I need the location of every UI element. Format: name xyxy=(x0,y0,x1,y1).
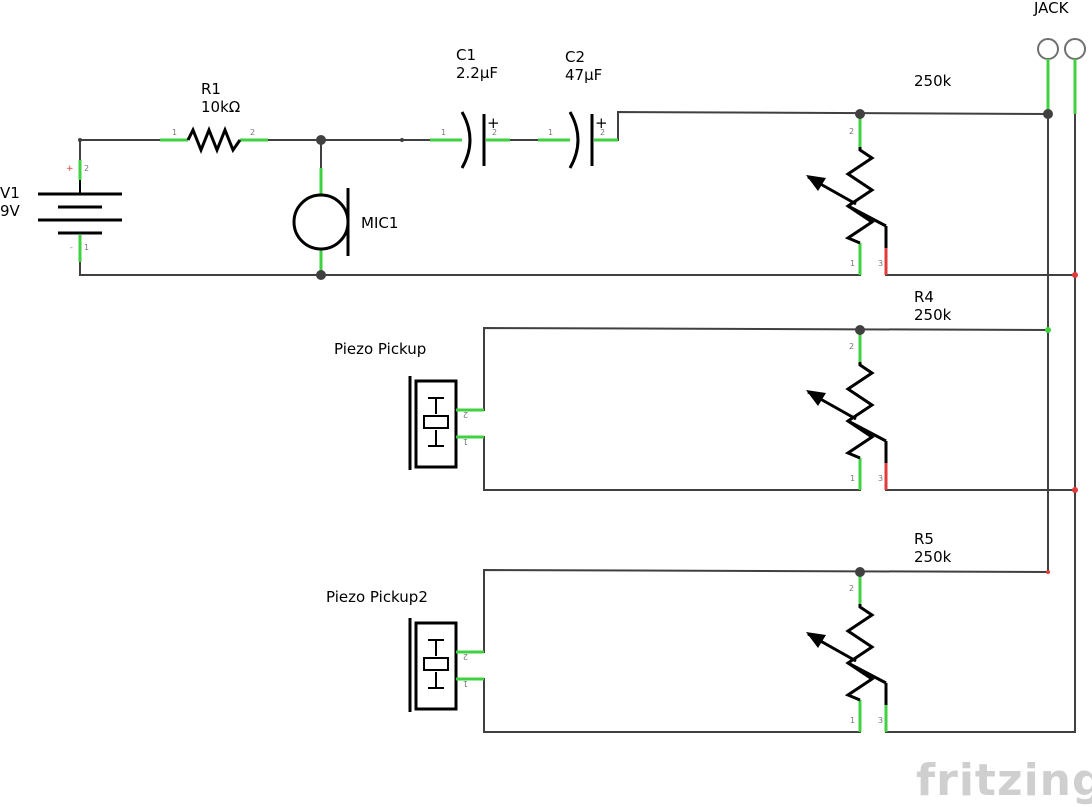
wire-c2-jack[interactable] xyxy=(617,110,1050,141)
junction-jack xyxy=(1043,109,1053,119)
jack-name: JACK xyxy=(1033,0,1070,17)
capacitor-c2[interactable]: + 1 2 C2 47µF xyxy=(538,48,618,169)
r4-pin-bottom-left: 1 xyxy=(850,474,855,483)
microphone-mic1[interactable]: MIC1 xyxy=(292,168,398,272)
junction-pot1-top xyxy=(855,109,865,119)
c2-polarity: + xyxy=(595,114,608,132)
r1-value: 10kΩ xyxy=(201,98,240,116)
piezo1-name: Piezo Pickup xyxy=(334,340,426,358)
battery-name: V1 xyxy=(0,184,20,202)
c1-name: C1 xyxy=(456,46,476,64)
pot1-pin-top: 2 xyxy=(849,127,854,136)
c1-pin-right: 2 xyxy=(492,128,497,137)
c1-polarity: + xyxy=(487,114,500,132)
piezo1-pin-top: 2 xyxy=(463,410,468,419)
pot1-pin-bottom-right: 3 xyxy=(878,259,883,268)
battery-pin-bottom: 1 xyxy=(84,243,89,252)
pot1-value: 250k xyxy=(914,72,952,90)
r1-pin-left: 1 xyxy=(172,128,177,137)
c2-name: C2 xyxy=(565,48,585,66)
r4-name: R4 xyxy=(914,288,934,306)
c1-value: 2.2µF xyxy=(456,64,498,82)
junction-pot3-top xyxy=(855,567,865,577)
battery-v1[interactable]: + 2 - 1 V1 9V xyxy=(0,160,122,262)
r4-pin-top: 2 xyxy=(849,342,854,351)
fritzing-watermark: fritzing xyxy=(916,755,1092,806)
piezo2-pin-bottom: 1 xyxy=(463,679,468,688)
junctions xyxy=(78,109,1078,577)
wire-battery-r1[interactable] xyxy=(79,139,161,167)
wires xyxy=(79,110,1076,733)
potentiometer-1[interactable]: 2 1 3 250k xyxy=(806,72,952,275)
piezo-pickup-1[interactable]: 2 1 Piezo Pickup xyxy=(334,340,484,470)
potentiometer-r4[interactable]: 2 1 3 R4 250k xyxy=(806,288,952,490)
endpoint-jack-r5 xyxy=(1046,570,1050,574)
capacitor-c1[interactable]: + 1 2 C1 2.2µF xyxy=(430,46,510,169)
r5-value: 250k xyxy=(914,548,952,566)
junction-c1-lead xyxy=(400,138,404,142)
wire-piezo2-bottom[interactable] xyxy=(483,678,861,733)
junction-battery-corner xyxy=(78,138,82,142)
junction-mic-bottom xyxy=(316,270,326,280)
endpoint-jack-r4 xyxy=(1045,327,1051,333)
r5-pin-bottom-right: 3 xyxy=(878,716,883,725)
battery-value: 9V xyxy=(0,202,21,220)
wire-ground-top[interactable] xyxy=(79,254,861,276)
r5-name: R5 xyxy=(914,530,934,548)
wire-piezo1-top[interactable] xyxy=(483,326,1050,411)
junction-pot2-top xyxy=(855,325,865,335)
r4-pin-bottom-right: 3 xyxy=(878,474,883,483)
resistor-r1[interactable]: 1 2 R1 10kΩ xyxy=(160,80,268,155)
c2-pin-right: 2 xyxy=(600,128,605,137)
r5-pin-top: 2 xyxy=(849,584,854,593)
r5-pin-bottom-left: 1 xyxy=(850,716,855,725)
potentiometer-r5[interactable]: 2 1 3 R5 250k xyxy=(806,530,952,732)
junction-mic-top xyxy=(316,135,326,145)
piezo2-name: Piezo Pickup2 xyxy=(326,588,428,606)
piezo-pickup-2[interactable]: 2 1 Piezo Pickup2 xyxy=(326,588,484,712)
r1-name: R1 xyxy=(201,80,221,98)
piezo2-pin-top: 2 xyxy=(463,652,468,661)
pot1-pin-bottom-left: 1 xyxy=(850,259,855,268)
battery-plus-label: + xyxy=(66,164,74,174)
wire-piezo2-top[interactable] xyxy=(483,568,1050,653)
piezo1-pin-bottom: 1 xyxy=(463,437,468,446)
r4-value: 250k xyxy=(914,306,952,324)
endpoint-pot1 xyxy=(1072,272,1078,278)
endpoint-pot2 xyxy=(1072,487,1078,493)
c1-pin-left: 1 xyxy=(441,128,446,137)
battery-pin-top: 2 xyxy=(84,164,89,173)
wire-piezo1-bottom[interactable] xyxy=(483,436,861,491)
c2-pin-left: 1 xyxy=(548,128,553,137)
mic-name: MIC1 xyxy=(361,214,398,232)
audio-jack[interactable]: JACK xyxy=(1033,0,1086,114)
battery-minus-label: - xyxy=(70,243,73,252)
c2-value: 47µF xyxy=(565,66,602,84)
r1-pin-right: 2 xyxy=(250,128,255,137)
